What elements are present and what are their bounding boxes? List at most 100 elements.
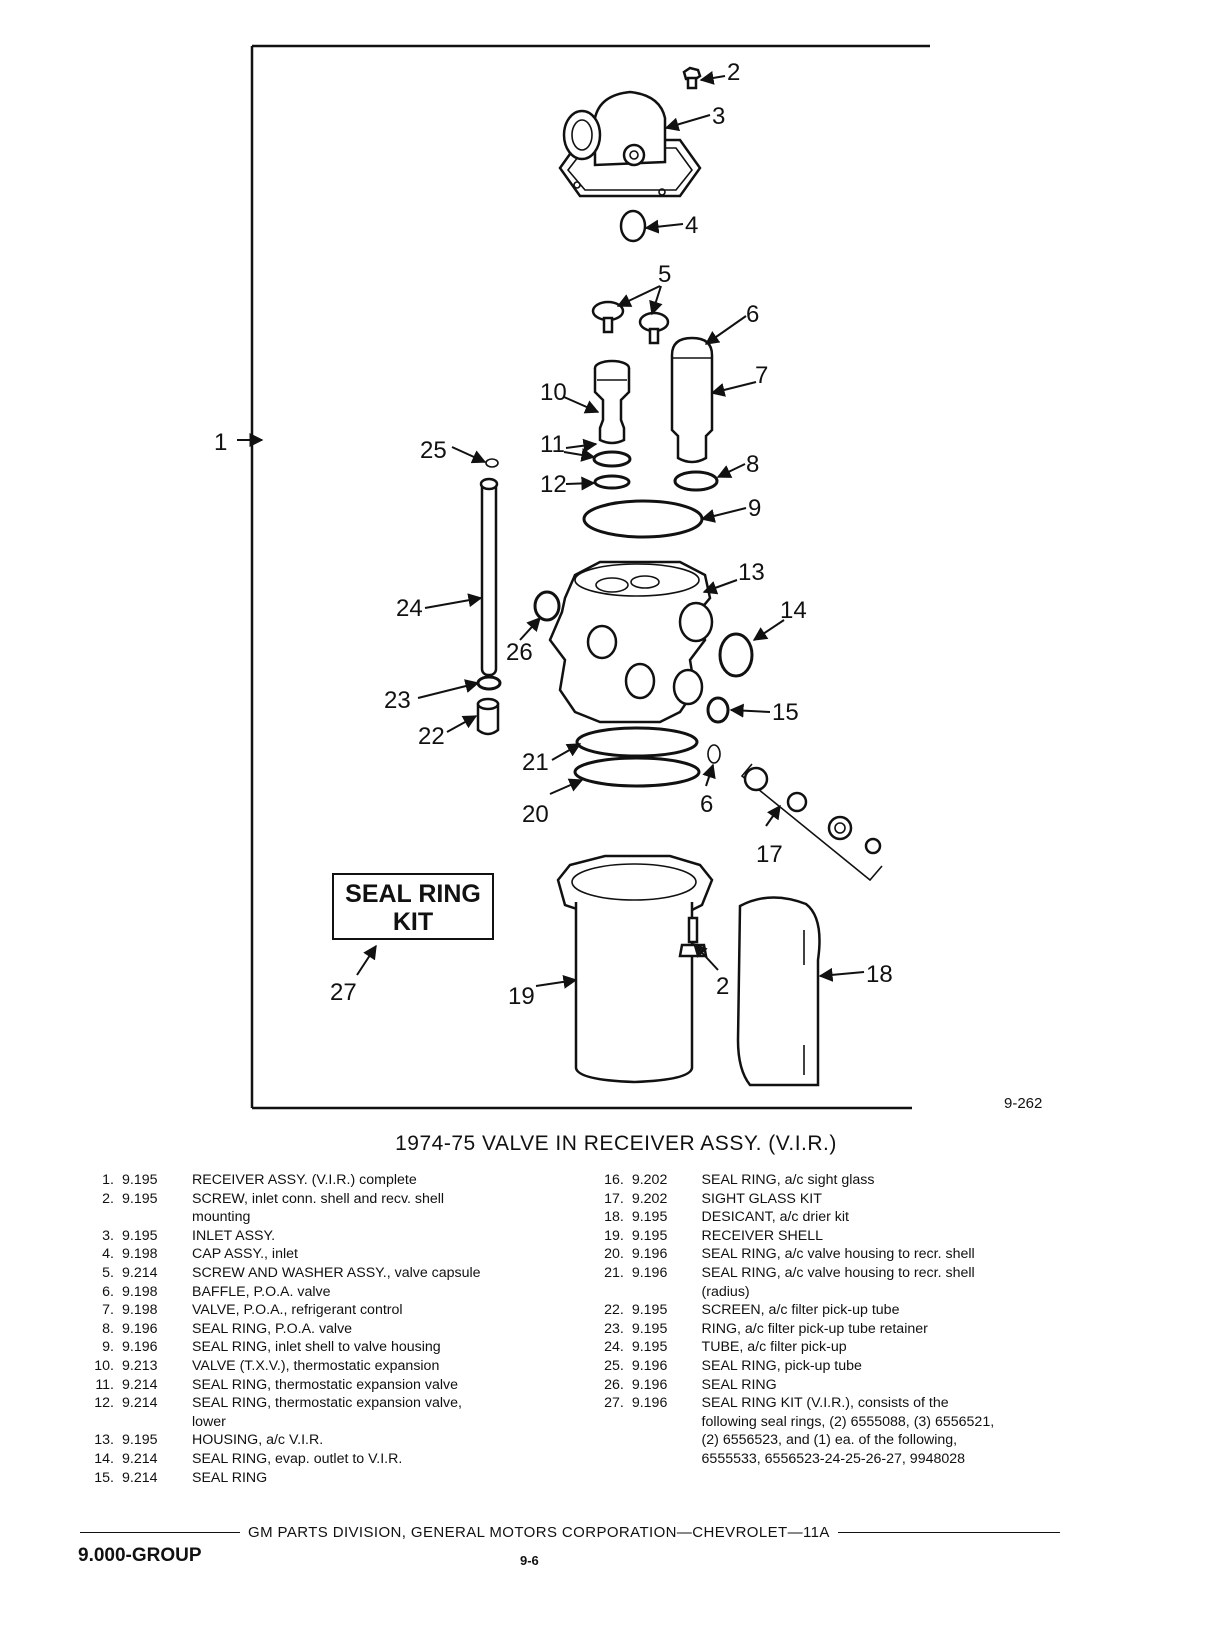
part-description: TUBE, a/c filter pick-up — [701, 1339, 847, 1356]
group-number: 9.195 — [122, 1432, 158, 1449]
callout-3: 3 — [712, 103, 725, 130]
callout-numbers: 1 2 3 4 5 6 7 8 9 10 11 12 13 14 15 6 17… — [214, 59, 1042, 1112]
part-number: 22. — [604, 1302, 624, 1319]
callout-7: 7 — [755, 362, 768, 389]
part-number: 9. — [102, 1339, 114, 1356]
group-number: 9.195 — [631, 1227, 668, 1244]
seal-kit-line-2: KIT — [393, 908, 433, 936]
part-desicant-bag — [736, 896, 821, 1087]
part-number: 17. — [604, 1190, 624, 1207]
part-txv-seal-upper — [592, 450, 632, 468]
part-valve-housing — [548, 560, 714, 724]
part-pickup-tube-seal — [485, 458, 499, 468]
group-number: 9.196 — [122, 1339, 158, 1356]
group-number: 9.213 — [122, 1357, 158, 1374]
part-number: 20. — [604, 1246, 624, 1263]
part-description: SEAL RING KIT (V.I.R.), consists of the … — [701, 1395, 995, 1467]
part-pickup-tube-ring — [476, 675, 502, 691]
part-filter-screen — [476, 697, 500, 736]
callout-24: 24 — [396, 595, 423, 622]
callout-10: 10 — [540, 379, 567, 406]
callout-8: 8 — [746, 451, 759, 478]
group-number: 9.196 — [631, 1395, 668, 1412]
seal-kit-line-1: SEAL RING — [345, 880, 481, 908]
part-description: SEAL RING, inlet shell to valve housing — [192, 1339, 441, 1356]
group-number: 9.195 — [122, 1227, 158, 1244]
group-number: 9.198 — [122, 1283, 158, 1300]
part-seal-ring-15 — [706, 696, 730, 724]
group-number: 9.202 — [631, 1190, 668, 1207]
assembly-title: 1974-75 VALVE IN RECEIVER ASSY. (V.I.R.) — [395, 1132, 837, 1155]
part-description: HOUSING, a/c V.I.R. — [192, 1432, 324, 1449]
callout-21: 21 — [522, 749, 549, 776]
part-sight-glass-kit — [740, 763, 883, 882]
part-housing-seal — [573, 756, 701, 788]
parts-list-row: 16. 9.202 SEAL RING, a/c sight glass — [580, 1171, 1080, 1190]
group-number: 9.198 — [122, 1246, 158, 1263]
part-evap-outlet-seal — [718, 632, 754, 678]
part-description: SEAL RING, thermostatic expansion valve,… — [192, 1395, 462, 1430]
group-number: 9.196 — [122, 1320, 158, 1337]
part-number: 15. — [94, 1469, 114, 1486]
part-description: SCREW, inlet conn. shell and recv. shell… — [192, 1190, 445, 1226]
part-number: 3. — [102, 1227, 114, 1244]
part-description: VALVE (T.X.V.), thermostatic expansion — [192, 1357, 440, 1374]
group-number: 9.196 — [631, 1246, 668, 1263]
group-number: 9.202 — [631, 1172, 668, 1188]
group-number: 9.195 — [631, 1302, 668, 1319]
part-description: SEAL RING, a/c sight glass — [701, 1172, 875, 1188]
exploded-view-diagram: SEAL RING KIT 1 2 — [214, 44, 1042, 1112]
parts-list-row: 9. 9.196 SEAL RING, inlet shell to valve h… — [70, 1338, 590, 1357]
callout-20: 20 — [522, 801, 549, 828]
part-inlet-shell-seal — [582, 499, 704, 539]
group-number: 9.196 — [631, 1357, 668, 1374]
part-description: BAFFLE, P.O.A. valve — [192, 1283, 331, 1300]
part-description: SEAL RING — [701, 1376, 777, 1393]
part-description: VALVE, P.O.A., refrigerant control — [192, 1302, 403, 1319]
diagram-frame — [250, 44, 930, 1110]
part-number: 4. — [102, 1246, 114, 1263]
footer-rule-right — [837, 1532, 1060, 1533]
part-number: 26. — [604, 1376, 624, 1393]
part-inlet-cap — [619, 209, 647, 243]
group-number: 9.196 — [631, 1376, 668, 1393]
group-number: 9.195 — [631, 1320, 668, 1337]
part-description: SEAL RING — [192, 1469, 268, 1486]
parts-list-right: 16. 9.202 SEAL RING, a/c sight glass 17. 9.2… — [580, 1171, 1080, 1469]
part-description: SCREW AND WASHER ASSY., valve capsule — [192, 1264, 481, 1281]
parts-list-row: 26. 9.196 SEAL RING — [580, 1376, 1080, 1395]
footer-rule-left — [80, 1532, 240, 1533]
part-inlet-assy — [558, 90, 702, 198]
callout-14: 14 — [780, 597, 807, 624]
part-number: 25. — [604, 1357, 624, 1374]
part-number: 19. — [604, 1227, 624, 1244]
group-number: 9.214 — [122, 1450, 158, 1467]
callout-2-lower: 2 — [716, 973, 729, 1000]
part-number: 10. — [94, 1357, 114, 1374]
part-number: 23. — [604, 1320, 624, 1337]
part-number: 16. — [604, 1172, 624, 1188]
part-description: SEAL RING, a/c valve housing to recr. sh… — [701, 1264, 975, 1300]
group-number: 9.198 — [122, 1302, 158, 1319]
part-number: 14. — [94, 1450, 114, 1467]
callout-13: 13 — [738, 559, 765, 586]
part-txv-valve — [593, 359, 631, 445]
parts-list-row: 10. 9.213 VALVE (T.X.V.), thermostatic exp… — [70, 1357, 590, 1376]
callout-23: 23 — [384, 687, 411, 714]
part-number: 8. — [102, 1320, 114, 1337]
